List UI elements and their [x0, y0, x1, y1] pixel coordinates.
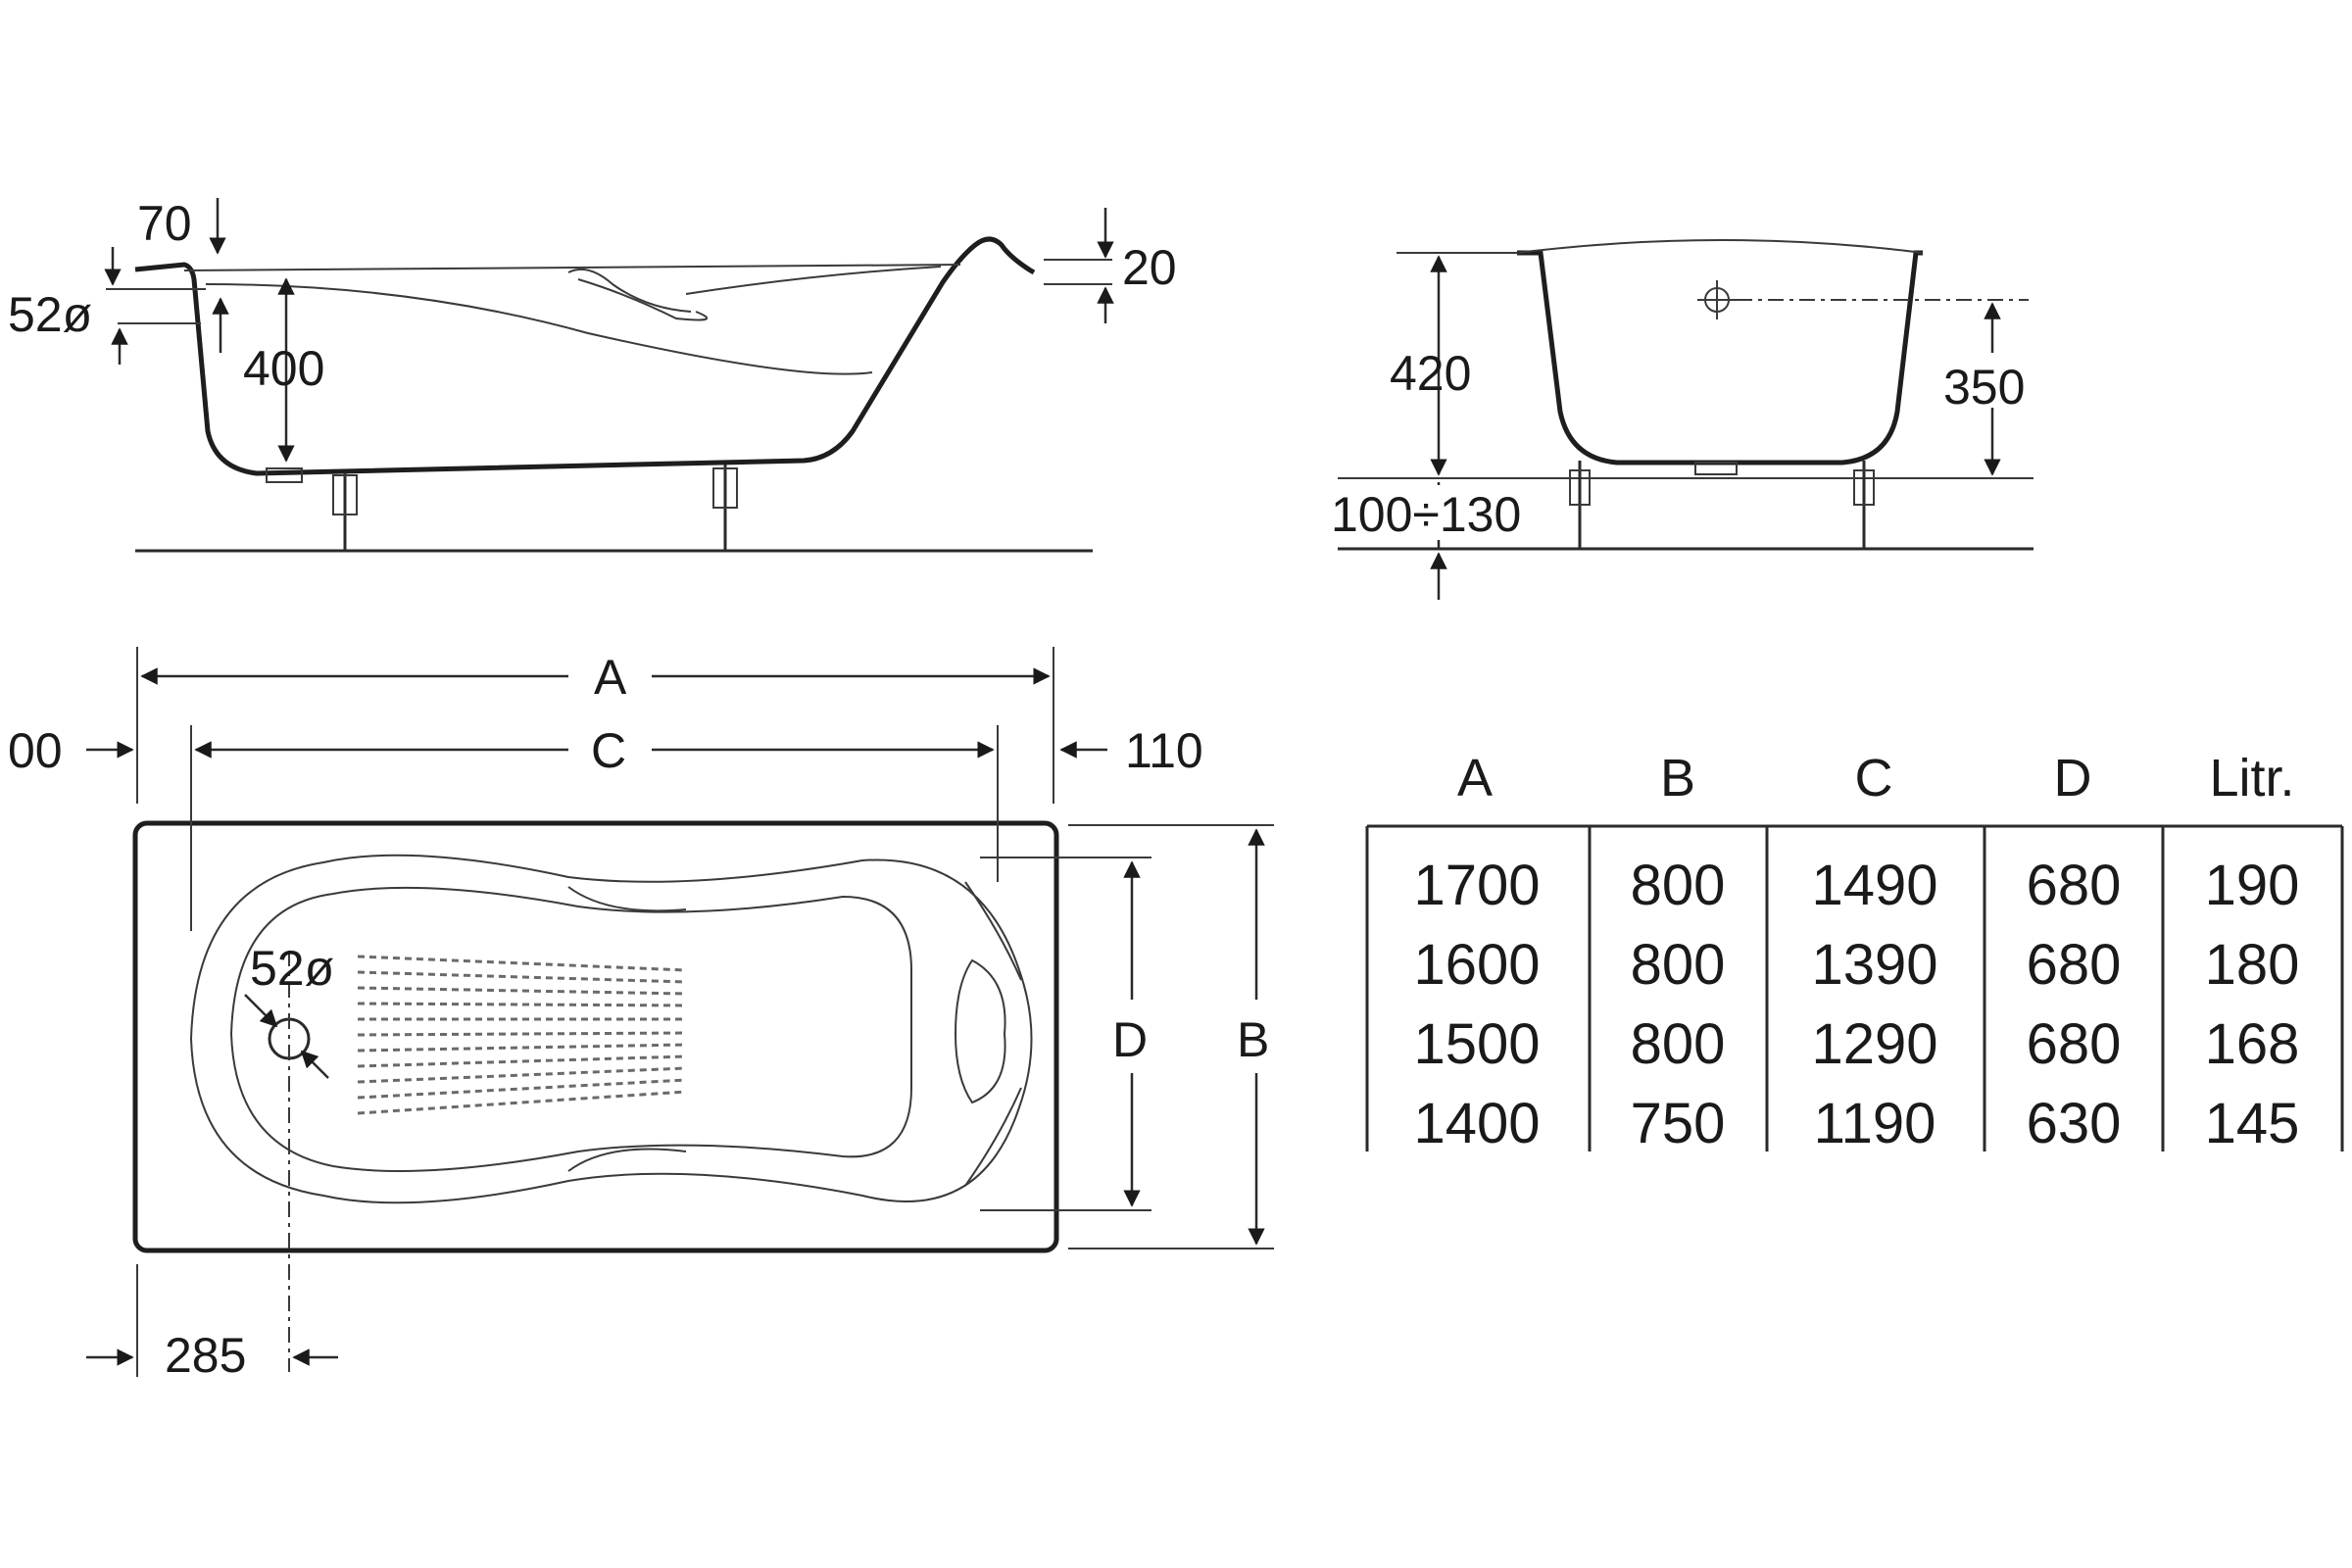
side-view-handle [577, 278, 709, 321]
table-cell: 168 [2205, 1012, 2300, 1076]
end-view-dim-100-bg [1328, 485, 1544, 540]
side-view-handle-curve [567, 269, 692, 313]
end-view-overflow-symbol [1697, 280, 1737, 319]
dimensions-table: A B C D Litr. 1700 800 1490 680 190 1600… [1365, 749, 2344, 1155]
table-cell: 800 [1631, 1012, 1726, 1076]
plan-view-bowl-outer [189, 854, 1033, 1204]
table-header-litr: Litr. [2209, 749, 2294, 808]
table-row: 1700 800 1490 680 190 [1413, 854, 2299, 917]
table-header-C: C [1855, 749, 1893, 808]
table-cell: 1390 [1811, 933, 1937, 997]
table-cell: 800 [1631, 854, 1726, 917]
table-cell: 190 [2205, 854, 2300, 917]
end-view-rim-top [1516, 239, 1924, 254]
plan-view-headrest-line-top [964, 881, 1022, 981]
table-cell: 1600 [1413, 933, 1540, 997]
table-cell: 1190 [1814, 1092, 1936, 1155]
end-view: 420 350 100÷130 [1328, 239, 2038, 600]
plan-view-outer-rim [132, 820, 1059, 1253]
side-view-dim-70-label: 70 [137, 196, 192, 251]
plan-view-bowl-inner [229, 886, 912, 1172]
table-cell: 1290 [1811, 1012, 1937, 1076]
side-view: 70 52ø 400 20 [8, 196, 1177, 553]
table-cell: 180 [2205, 933, 2300, 997]
table-cell: 750 [1631, 1092, 1726, 1155]
table-row: 1500 800 1290 680 168 [1413, 1012, 2299, 1076]
table-cell: 680 [2027, 854, 2122, 917]
side-view-leg-front [332, 472, 358, 551]
plan-view-handle-bottom [567, 1148, 687, 1172]
plan-view-drain-label: 52ø [250, 941, 334, 996]
plan-view-headrest-line-bottom [964, 1087, 1022, 1187]
side-view-rim-line [183, 264, 961, 271]
plan-view-dim-C-label: C [591, 723, 626, 778]
plan-view-dim-left-offset-label: 00 [8, 723, 63, 778]
end-view-tub-outline [1517, 250, 1923, 466]
side-view-tub-outline [134, 236, 1036, 476]
plan-view-drain-arrow-in [244, 994, 278, 1028]
table-cell: 1700 [1413, 854, 1540, 917]
table-cell: 1500 [1413, 1012, 1540, 1076]
side-view-dim-400-label: 400 [243, 341, 324, 396]
end-view-drain [1694, 462, 1738, 475]
plan-view-dim-285-label: 285 [165, 1328, 246, 1383]
table-header-D: D [2054, 749, 2092, 808]
table-header-A: A [1457, 749, 1493, 808]
side-view-dim-52-label: 52ø [8, 287, 92, 342]
side-view-leg-rear [712, 465, 738, 551]
end-view-dim-100-label: 100÷130 [1331, 487, 1521, 542]
table-cell: 1400 [1413, 1092, 1540, 1155]
end-view-dim-350-label: 350 [1943, 360, 2025, 415]
plan-view-dim-D-label: D [1112, 1012, 1148, 1067]
end-view-leg-left [1569, 461, 1591, 549]
plan-view-dim-110-label: 110 [1125, 723, 1203, 778]
table-cell: 630 [2027, 1092, 2122, 1155]
side-view-inner-contour-2 [685, 266, 942, 295]
table-cell: 680 [2027, 933, 2122, 997]
plan-view-dim-A-label: A [594, 650, 627, 705]
table-cell: 1490 [1811, 854, 1937, 917]
side-view-dim-20-label: 20 [1122, 240, 1177, 295]
plan-view-dim-B-label: B [1237, 1012, 1269, 1067]
table-cell: 145 [2205, 1092, 2300, 1155]
end-view-dim-420-label: 420 [1390, 346, 1471, 401]
side-view-inner-contour [205, 283, 873, 375]
plan-view-handle-top [567, 886, 687, 912]
table-cell: 800 [1631, 933, 1726, 997]
table-row: 1600 800 1390 680 180 [1413, 933, 2299, 997]
plan-view-antislip-pattern [357, 955, 687, 1115]
plan-view-drain-arrow-out [300, 1050, 329, 1079]
table-cell: 680 [2027, 1012, 2122, 1076]
plan-view: 52ø A C 00 110 D B 285 [8, 647, 1274, 1383]
end-view-dim-350-bg [1940, 353, 2038, 408]
side-view-drain [266, 467, 303, 483]
table-row: 1400 750 1190 630 145 [1413, 1092, 2299, 1155]
plan-view-headrest [954, 958, 1006, 1104]
end-view-leg-right [1853, 461, 1875, 549]
table-header-B: B [1660, 749, 1695, 808]
